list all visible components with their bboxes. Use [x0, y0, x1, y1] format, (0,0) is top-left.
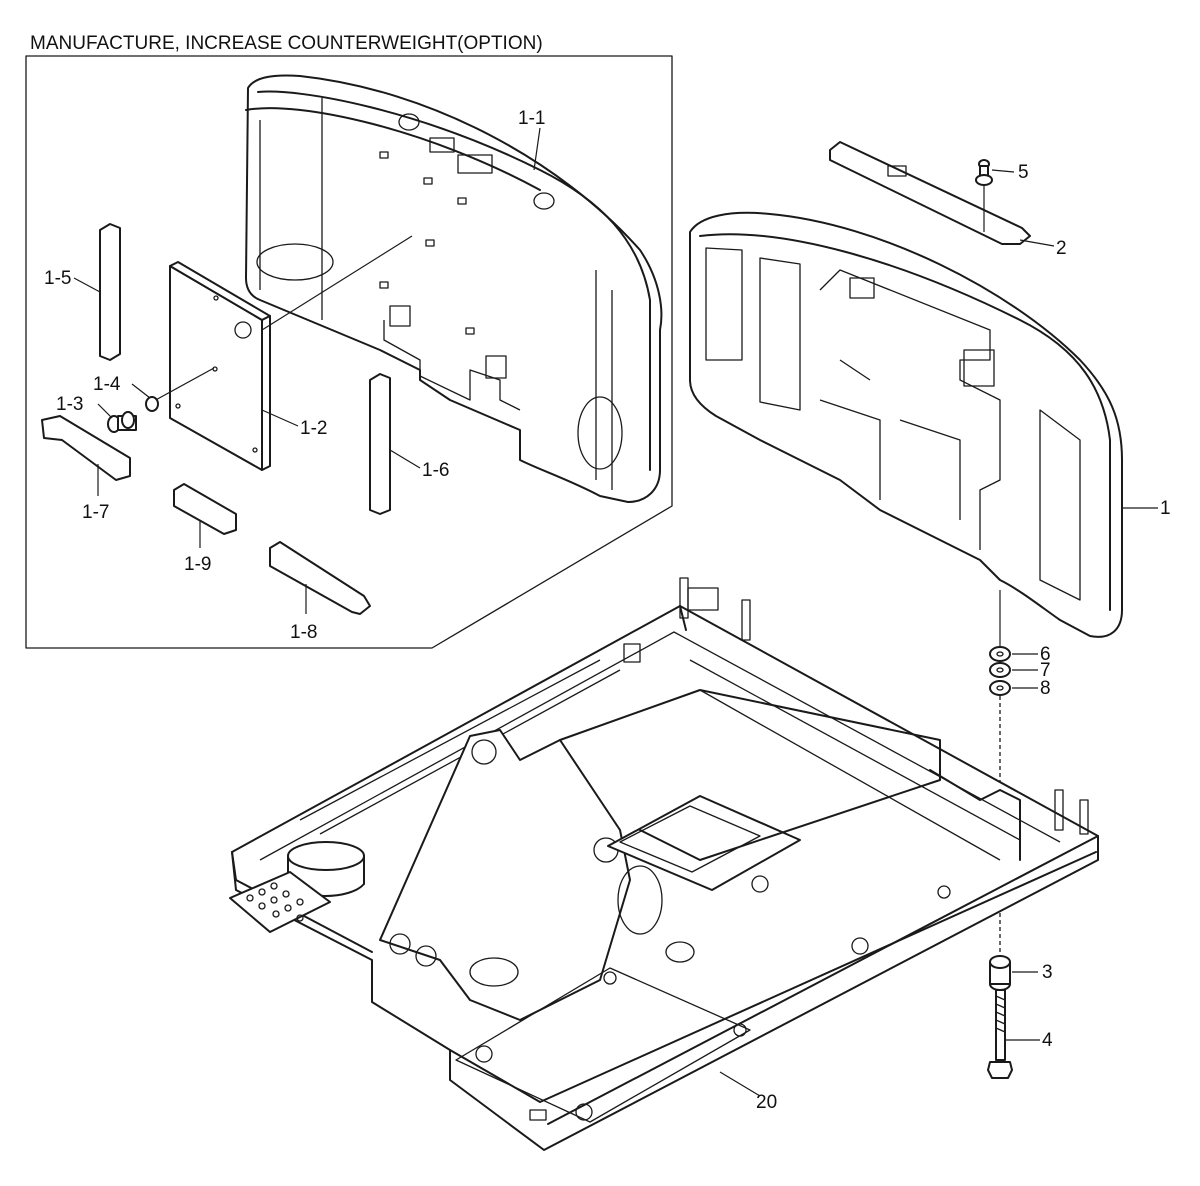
washer-stack — [989, 646, 1011, 696]
callout-1-1: 1-1 — [518, 108, 545, 129]
bolt-1-3 — [107, 411, 137, 433]
counterweight-extension-shell — [245, 74, 663, 503]
callout-1-7: 1-7 — [82, 502, 109, 523]
filler-block-1-7 — [41, 415, 131, 481]
callout-1-4: 1-4 — [93, 374, 121, 395]
callout-1-8: 1-8 — [290, 622, 317, 643]
counterweight-main — [689, 211, 1123, 638]
callout-2: 2 — [1056, 238, 1067, 259]
top-plate-2 — [829, 141, 1031, 245]
filler-block-1-9 — [173, 483, 237, 535]
leader-lines — [73, 127, 1158, 1097]
callout-5: 5 — [1018, 162, 1029, 183]
step-holes — [246, 882, 304, 922]
callout-3: 3 — [1042, 962, 1053, 983]
callout-1-9: 1-9 — [184, 554, 211, 575]
callout-1-3: 1-3 — [56, 394, 83, 415]
callout-1: 1 — [1160, 498, 1171, 519]
callout-4: 4 — [1042, 1030, 1053, 1051]
callout-20: 20 — [756, 1092, 777, 1113]
callout-1-2: 1-2 — [300, 418, 327, 439]
callout-1-6: 1-6 — [422, 460, 449, 481]
bolt-4 — [987, 989, 1013, 1079]
callout-7: 7 — [1040, 660, 1051, 681]
washer-1-4 — [145, 396, 159, 412]
callout-8: 8 — [1040, 678, 1051, 699]
option-kit-frame — [25, 55, 673, 649]
spacer-bar-1-6 — [369, 373, 391, 515]
filler-block-1-8 — [269, 541, 371, 615]
spacer-3 — [989, 955, 1011, 991]
mounting-plate — [169, 261, 271, 471]
callout-1-5: 1-5 — [44, 268, 71, 289]
bolt-5 — [975, 159, 993, 186]
upper-frame-20 — [229, 577, 1099, 1151]
spacer-bar-1-5 — [99, 223, 121, 361]
callout-6: 6 — [1040, 644, 1051, 665]
diagram-title: MANUFACTURE, INCREASE COUNTERWEIGHT(OPTI… — [30, 33, 543, 54]
